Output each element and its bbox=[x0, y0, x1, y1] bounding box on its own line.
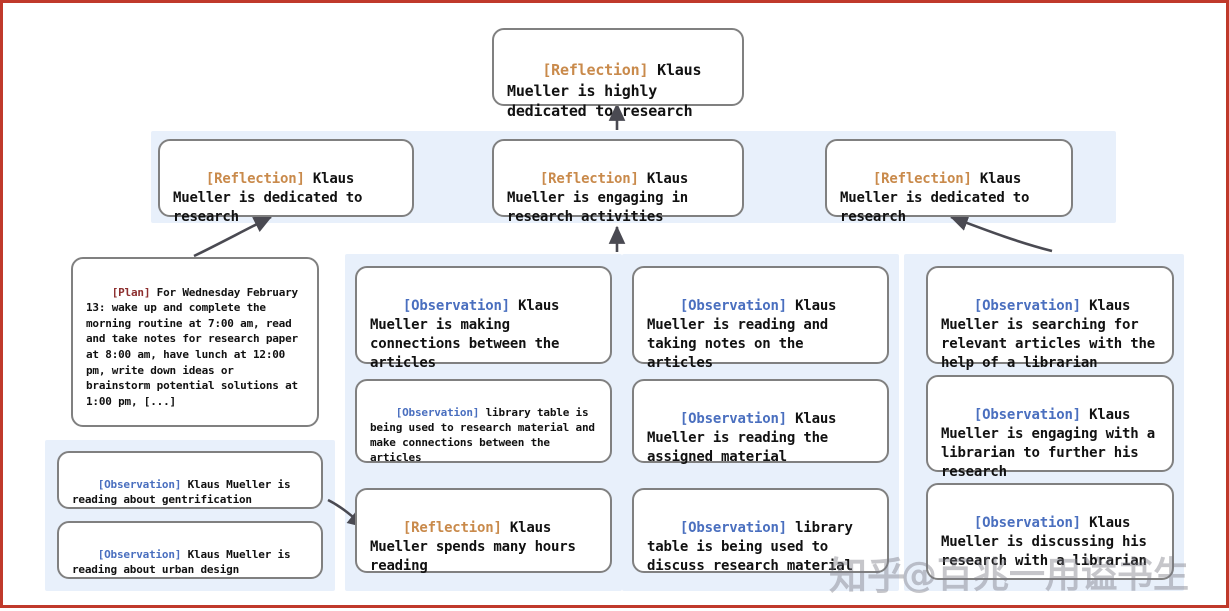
reflection-tag: [Reflection] bbox=[872, 171, 972, 188]
observation-tag: [Observation] bbox=[402, 298, 510, 315]
reflection-text: Klaus Mueller spends many hours reading bbox=[370, 520, 584, 575]
column-three-node-1[interactable]: [Observation] Klaus Mueller is searching… bbox=[926, 266, 1174, 371]
observation-tag: [Observation] bbox=[395, 405, 480, 419]
observation-text: Klaus Mueller is reading about gentrific… bbox=[72, 477, 297, 506]
column-two-node-2[interactable]: [Observation] Klaus Mueller is reading t… bbox=[632, 379, 889, 466]
reflection-text: Klaus Mueller is dedicated to research bbox=[173, 171, 371, 226]
observation-tag: [Observation] bbox=[679, 520, 787, 537]
observation-text: Klaus Mueller is reading and taking note… bbox=[647, 298, 845, 372]
reflection-tag: [Reflection] bbox=[539, 171, 639, 188]
left-observation-node-1[interactable]: [Observation] Klaus Mueller is reading a… bbox=[57, 451, 323, 509]
root-reflection-node[interactable]: [Reflection] Klaus Mueller is highly ded… bbox=[492, 28, 744, 120]
reflection-tag: [Reflection] bbox=[402, 520, 502, 537]
observation-tag: [Observation] bbox=[973, 515, 1081, 532]
column-three-node-3[interactable]: [Observation] Klaus Mueller is discussin… bbox=[926, 483, 1174, 580]
observation-text: Klaus Mueller is engaging with a librari… bbox=[941, 407, 1164, 481]
observation-text: Klaus Mueller is making connections betw… bbox=[370, 298, 568, 372]
observation-tag: [Observation] bbox=[97, 477, 182, 491]
reflection-node-left[interactable]: [Reflection] Klaus Mueller is dedicated … bbox=[158, 139, 414, 225]
reflection-text: Klaus Mueller is dedicated to research bbox=[840, 171, 1038, 226]
plan-text: For Wednesday February 13: wake up and c… bbox=[86, 285, 305, 408]
column-one-node-2[interactable]: [Observation] library table is being use… bbox=[355, 379, 612, 464]
observation-text: Klaus Mueller is reading the assigned ma… bbox=[647, 411, 845, 466]
observation-text: library table is being used to discuss r… bbox=[647, 520, 861, 575]
observation-tag: [Observation] bbox=[973, 407, 1081, 424]
observation-tag: [Observation] bbox=[679, 298, 787, 315]
column-two-node-1[interactable]: [Observation] Klaus Mueller is reading a… bbox=[632, 266, 889, 371]
column-three-node-2[interactable]: [Observation] Klaus Mueller is engaging … bbox=[926, 375, 1174, 480]
root-reflection-text: Klaus Mueller is highly dedicated to res… bbox=[507, 61, 711, 121]
reflection-tag: [Reflection] bbox=[542, 61, 649, 80]
reflection-text: Klaus Mueller is engaging in research ac… bbox=[507, 171, 697, 226]
reflection-node-right[interactable]: [Reflection] Klaus Mueller is dedicated … bbox=[825, 139, 1073, 225]
reflection-tag: [Reflection] bbox=[205, 171, 305, 188]
column-one-node-1[interactable]: [Observation] Klaus Mueller is making co… bbox=[355, 266, 612, 371]
left-observation-node-2[interactable]: [Observation] Klaus Mueller is reading a… bbox=[57, 521, 323, 579]
observation-text: Klaus Mueller is discussing his research… bbox=[941, 515, 1155, 570]
reflection-node-middle[interactable]: [Reflection] Klaus Mueller is engaging i… bbox=[492, 139, 744, 225]
plan-tag: [Plan] bbox=[111, 285, 151, 299]
observation-text: library table is being used to research … bbox=[370, 405, 602, 464]
observation-tag: [Observation] bbox=[973, 298, 1081, 315]
observation-tag: [Observation] bbox=[679, 411, 787, 428]
observation-text: Klaus Mueller is searching for relevant … bbox=[941, 298, 1164, 372]
observation-text: Klaus Mueller is reading about urban des… bbox=[72, 547, 297, 576]
observation-tag: [Observation] bbox=[97, 547, 182, 561]
column-two-node-3[interactable]: [Observation] library table is being use… bbox=[632, 488, 889, 575]
column-one-node-3[interactable]: [Reflection] Klaus Mueller spends many h… bbox=[355, 488, 612, 575]
plan-node[interactable]: [Plan] For Wednesday February 13: wake u… bbox=[71, 257, 319, 427]
